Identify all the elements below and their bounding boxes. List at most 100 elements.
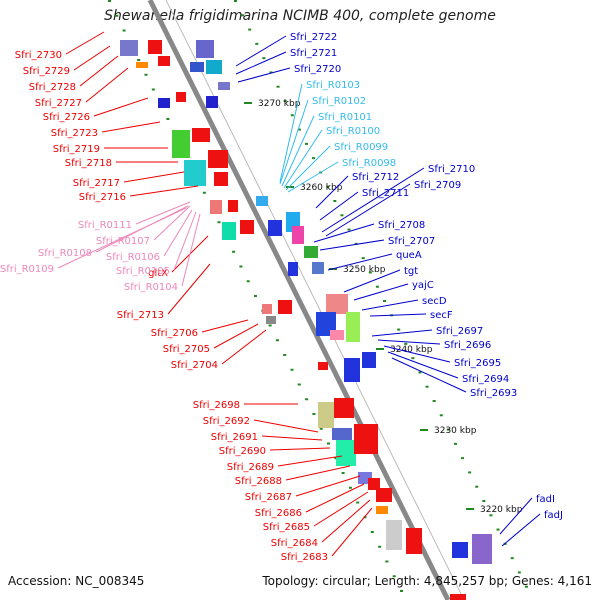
tick-mark xyxy=(269,71,273,74)
tick-mark xyxy=(333,200,337,202)
leader-line xyxy=(279,83,303,183)
gene-label-right: secD xyxy=(422,296,447,307)
kbp-label: 3270 kbp xyxy=(258,99,301,109)
leader-line xyxy=(327,253,393,271)
gene-label-left: Sfri_2727 xyxy=(35,98,82,109)
leader-line xyxy=(93,97,149,117)
tick-mark xyxy=(262,57,266,60)
gene-block xyxy=(136,62,148,68)
tick-mark xyxy=(241,14,245,17)
tick-mark xyxy=(432,400,436,402)
leader-line xyxy=(101,121,161,133)
tick-mark xyxy=(327,442,330,445)
gene-label-right: Sfri_2720 xyxy=(294,64,341,75)
tick-mark xyxy=(268,324,272,327)
gene-label-left: Sfri_2729 xyxy=(23,66,70,77)
gene-label-left: Sfri_2704 xyxy=(171,360,218,371)
gene-block xyxy=(376,506,388,514)
gene-label-left: Sfri_2730 xyxy=(15,50,62,61)
leader-line xyxy=(319,239,385,251)
gene-label-left: Sfri_2698 xyxy=(193,400,240,411)
gene-block xyxy=(214,172,228,186)
tick-mark xyxy=(385,560,389,563)
backbone-line xyxy=(147,0,451,600)
tick-mark xyxy=(334,457,338,460)
rna-label-left: Sfri_R0104 xyxy=(124,282,178,293)
tick-mark xyxy=(439,414,443,417)
tick-mark xyxy=(392,575,396,578)
leader-line xyxy=(319,191,359,221)
tick-mark xyxy=(305,398,309,401)
leader-line xyxy=(331,507,373,557)
tick-mark xyxy=(418,371,422,374)
rna-label-left: Sfri_R0109 xyxy=(0,264,54,275)
tick-mark xyxy=(361,257,365,260)
leader-line xyxy=(391,357,467,393)
leader-line xyxy=(315,175,349,209)
rna-label-left: Sfri_R0107 xyxy=(96,236,150,247)
gene-block xyxy=(336,440,356,466)
tick-mark xyxy=(370,531,374,533)
gene-label-left: Sfri_2692 xyxy=(203,416,250,427)
gene-label-left: Sfri_2683 xyxy=(281,552,328,563)
leader-line xyxy=(85,67,129,103)
gene-label-left: Sfri_2717 xyxy=(73,178,120,189)
tick-mark xyxy=(425,385,429,388)
gene-block xyxy=(176,92,186,102)
tick-mark xyxy=(312,413,316,415)
gene-label-right: secF xyxy=(430,310,453,321)
gene-label-left: Sfri_2690 xyxy=(219,446,266,457)
gene-label-right: Sfri_2693 xyxy=(470,388,517,399)
gene-label-right: Sfri_2696 xyxy=(444,340,491,351)
gene-block xyxy=(240,220,254,234)
tick-mark xyxy=(341,472,345,474)
leader-line xyxy=(369,313,427,317)
gene-block xyxy=(266,316,276,324)
kbp-label: 3240 kbp xyxy=(390,345,433,355)
tick-mark xyxy=(254,295,257,297)
tick-mark xyxy=(248,28,252,31)
leader-line xyxy=(313,491,369,527)
gene-block xyxy=(206,60,222,74)
leader-line xyxy=(129,185,199,197)
leader-line xyxy=(501,513,541,547)
tick-mark xyxy=(232,250,236,253)
tick-mark xyxy=(411,357,415,360)
tick-mark xyxy=(475,485,479,488)
tick-mark xyxy=(347,228,351,231)
gene-label-left: Sfri_2688 xyxy=(235,476,282,487)
leader-line xyxy=(325,183,411,237)
leader-line xyxy=(353,283,409,301)
tick-mark xyxy=(290,368,294,371)
leader-line xyxy=(181,213,201,287)
gene-label-right: Sfri_2708 xyxy=(378,220,425,231)
gene-block xyxy=(192,128,210,142)
gene-block xyxy=(332,428,352,440)
gene-label-right: Sfri_2712 xyxy=(352,172,399,183)
leader-line xyxy=(135,201,191,225)
gene-block xyxy=(190,62,204,72)
gene-block xyxy=(206,96,218,108)
gene-label-left: Sfri_2691 xyxy=(211,432,258,443)
gene-label-right: fadJ xyxy=(544,510,563,521)
tick-mark xyxy=(297,383,301,386)
gene-label-right: Sfri_2707 xyxy=(388,236,435,247)
leader-line xyxy=(387,351,459,379)
leader-line xyxy=(283,129,323,189)
gene-block xyxy=(172,130,190,158)
tick-mark xyxy=(378,545,382,548)
tick-mark xyxy=(496,528,500,531)
gene-label-left: Sfri_2686 xyxy=(255,508,302,519)
gene-label-left: Sfri_2684 xyxy=(271,538,318,549)
tick-mark xyxy=(348,486,352,489)
gene-block xyxy=(406,528,422,554)
leader-line xyxy=(279,99,309,185)
tick-mark xyxy=(246,280,250,283)
gene-block xyxy=(196,40,214,58)
rna-label-right: Sfri_R0102 xyxy=(312,96,366,107)
gene-block xyxy=(256,196,268,206)
rna-label-right: Sfri_R0101 xyxy=(318,112,372,123)
gene-block xyxy=(368,478,380,490)
tick-mark xyxy=(446,428,450,431)
tick-mark xyxy=(217,221,221,224)
